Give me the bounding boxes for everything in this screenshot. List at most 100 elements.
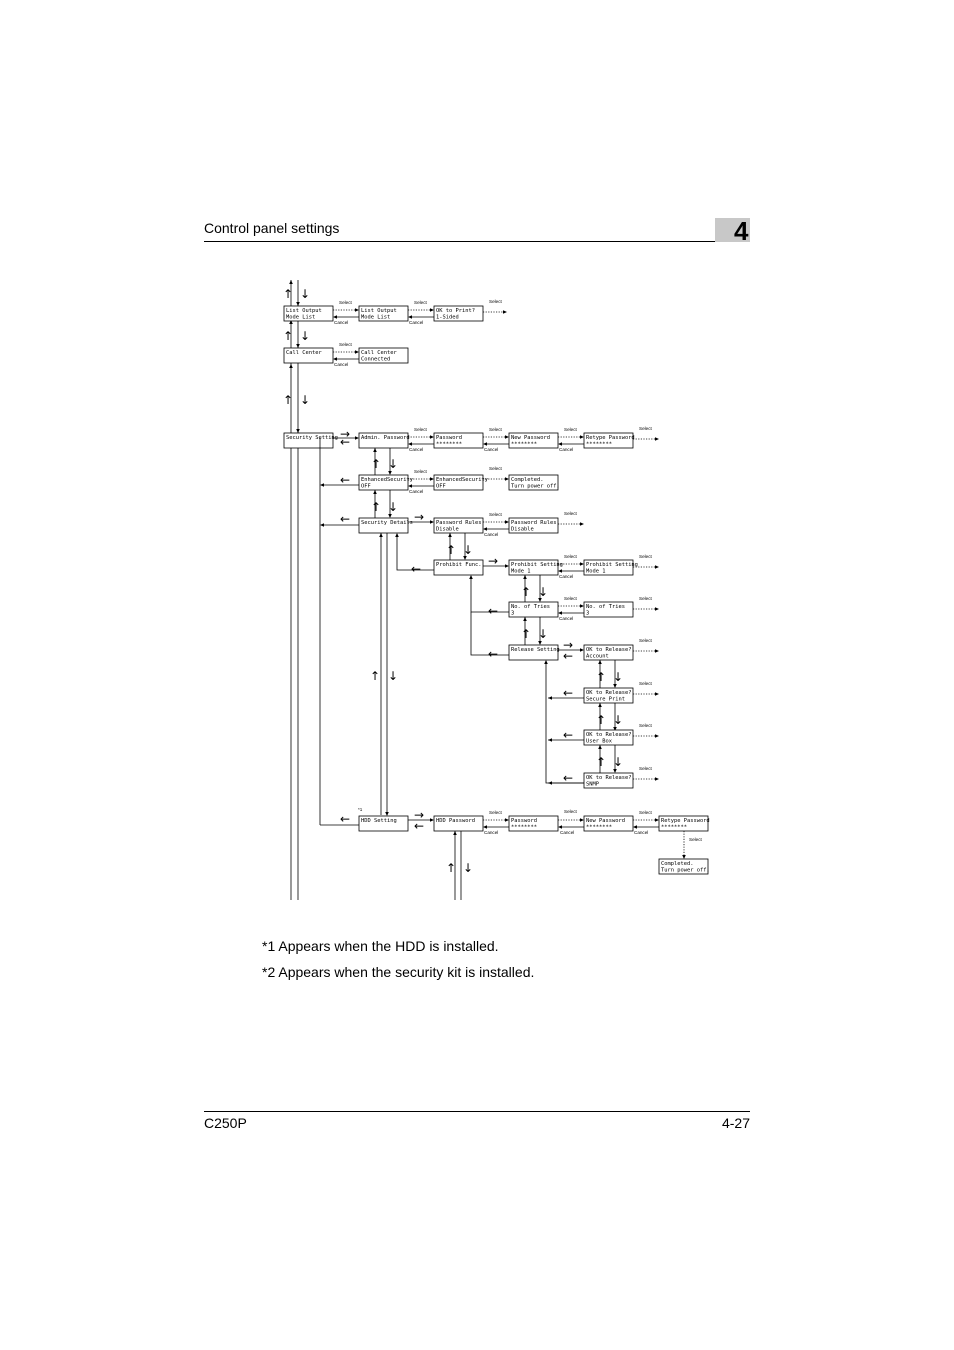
menu-box-value: Mode 1: [586, 569, 605, 575]
up-arrow-glyph: ↑: [596, 670, 606, 684]
select-label: Select: [639, 766, 652, 771]
arrowhead: [655, 818, 659, 822]
select-label: Select: [489, 427, 502, 432]
menu-box-value: User Box: [586, 739, 613, 745]
menu-box-value: Connected: [361, 357, 390, 363]
up-arrow-glyph: ↑: [596, 713, 606, 727]
arrowhead: [355, 350, 359, 354]
menu-box-password-1: [433, 432, 484, 449]
menu-box-value: Account: [586, 654, 609, 660]
connector-line: [545, 662, 584, 784]
up-arrow-glyph: ↑: [446, 861, 456, 875]
menu-box-security-details: [358, 517, 409, 534]
arrowhead: [483, 527, 487, 531]
arrowhead: [430, 477, 434, 481]
up-arrow-glyph: ↑: [596, 755, 606, 769]
menu-box-label: HDD Setting: [361, 818, 397, 824]
arrowhead: [289, 364, 293, 368]
select-label: Select: [689, 837, 702, 842]
arrowhead: [503, 310, 507, 314]
arrowhead: [505, 564, 509, 568]
arrowhead: [580, 435, 584, 439]
arrowhead: [548, 696, 552, 700]
menu-box-enhanced-security: [358, 474, 409, 491]
arrowhead: [655, 777, 659, 781]
down-arrow-glyph: ↓: [388, 457, 398, 471]
arrowhead: [408, 315, 412, 319]
right-arrow-glyph: →: [488, 554, 498, 568]
menu-box-prohibit-setting-2: [583, 559, 634, 576]
arrowhead: [580, 604, 584, 608]
menu-box-new-password-2: [583, 815, 634, 832]
arrowhead: [355, 308, 359, 312]
cancel-label: Cancel: [484, 447, 498, 452]
menu-box-call-center: [283, 347, 334, 364]
menu-box-label: OK to Release?: [586, 775, 631, 781]
up-arrow-glyph: ↑: [521, 585, 531, 599]
left-arrow-glyph: ←: [488, 647, 498, 661]
menu-box-admin-password: [358, 432, 409, 449]
left-arrow-glyph: ←: [414, 819, 424, 833]
footer-page-number: 4-27: [721, 1115, 750, 1131]
down-arrow-glyph: ↓: [463, 543, 473, 557]
menu-box-security-setting: [283, 432, 334, 449]
select-label: Select: [564, 427, 577, 432]
arrowhead: [320, 523, 324, 527]
cancel-label: Cancel: [559, 447, 573, 452]
arrowhead: [296, 429, 300, 433]
arrowhead: [598, 703, 602, 707]
menu-box-call-center-2: [358, 347, 409, 364]
arrowhead: [430, 308, 434, 312]
cancel-label: Cancel: [409, 447, 423, 452]
menu-box-value: Turn power off.: [511, 484, 560, 490]
left-arrow-glyph: ←: [563, 686, 573, 700]
menu-box-value: 1-Sided: [436, 315, 459, 321]
select-label: Select: [639, 681, 652, 686]
select-label: Select: [489, 466, 502, 471]
down-arrow-glyph: ↓: [388, 669, 398, 683]
menu-box-no-of-tries-2: [583, 601, 634, 618]
menu-box-label: No. of Tries: [586, 604, 625, 610]
arrowhead: [430, 435, 434, 439]
down-arrow-glyph: ↓: [613, 755, 623, 769]
arrowhead: [395, 533, 399, 537]
arrowhead: [373, 490, 377, 494]
down-arrow-glyph: ↓: [613, 713, 623, 727]
menu-box-completed-1: [508, 474, 559, 491]
menu-box-label: Prohibit Setting: [586, 562, 638, 568]
menu-box-no-of-tries: [508, 601, 559, 618]
menu-box-label: HDD Password: [436, 818, 475, 824]
arrowhead: [505, 520, 509, 524]
arrowhead: [320, 483, 324, 487]
menu-box-label: OK to Release?: [586, 690, 631, 696]
menu-box-retype-password-1: [583, 432, 634, 449]
arrowhead: [505, 477, 509, 481]
menu-box-label: EnhancedSecurity: [361, 477, 414, 483]
arrowhead: [385, 812, 389, 816]
select-label: Select: [639, 554, 652, 559]
arrowhead: [408, 442, 412, 446]
menu-box-label: No. of Tries: [511, 604, 550, 610]
select-label: Select: [639, 426, 652, 431]
menu-box-ok-release-account: [583, 644, 634, 661]
arrowhead: [388, 471, 392, 475]
right-arrow-glyph: →: [414, 808, 424, 822]
down-arrow-glyph: ↓: [300, 329, 310, 343]
select-label: Select: [639, 723, 652, 728]
select-label: Select: [414, 300, 427, 305]
arrowhead: [289, 320, 293, 324]
cancel-label: Cancel: [484, 830, 498, 835]
menu-box-hdd-setting: [358, 815, 409, 832]
arrowhead: [633, 825, 637, 829]
menu-box-label: Completed.: [661, 861, 693, 867]
arrowhead: [655, 649, 659, 653]
menu-box-release-setting: [508, 644, 559, 661]
menu-box-list-output-2: [358, 305, 409, 322]
cancel-label: Cancel: [634, 830, 648, 835]
menu-box-prohibit-setting: [508, 559, 559, 576]
arrowhead: [296, 344, 300, 348]
menu-box-label: Password: [511, 818, 537, 824]
menu-box-value: ********: [661, 825, 687, 831]
down-arrow-glyph: ↓: [300, 393, 310, 407]
menu-box-value: Mode List: [286, 315, 315, 321]
